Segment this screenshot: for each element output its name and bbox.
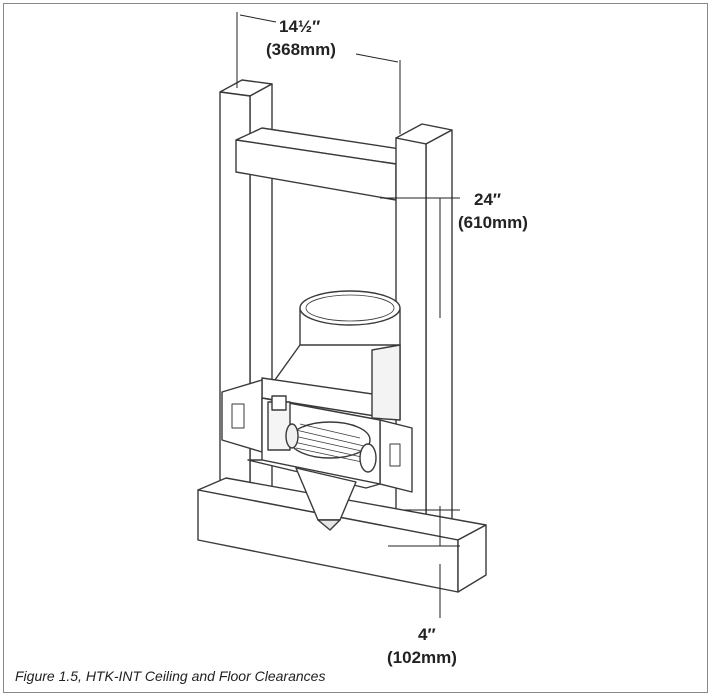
upper-clearance-inches: 24″ bbox=[474, 190, 502, 209]
upper-clearance-mm: (610mm) bbox=[458, 213, 528, 232]
motor-assembly bbox=[267, 395, 377, 473]
width-leader-right bbox=[355, 53, 399, 63]
figure-caption: Figure 1.5, HTK-INT Ceiling and Floor Cl… bbox=[15, 668, 326, 684]
width-leader-left bbox=[239, 14, 277, 23]
width-dimension-inches: 14½″ bbox=[279, 17, 321, 36]
lower-clearance-inches: 4″ bbox=[418, 625, 436, 644]
lower-clearance-mm: (102mm) bbox=[387, 648, 457, 667]
mounting-flange bbox=[221, 379, 413, 493]
width-dimension-mm: (368mm) bbox=[266, 40, 336, 59]
transition-box bbox=[261, 344, 401, 421]
